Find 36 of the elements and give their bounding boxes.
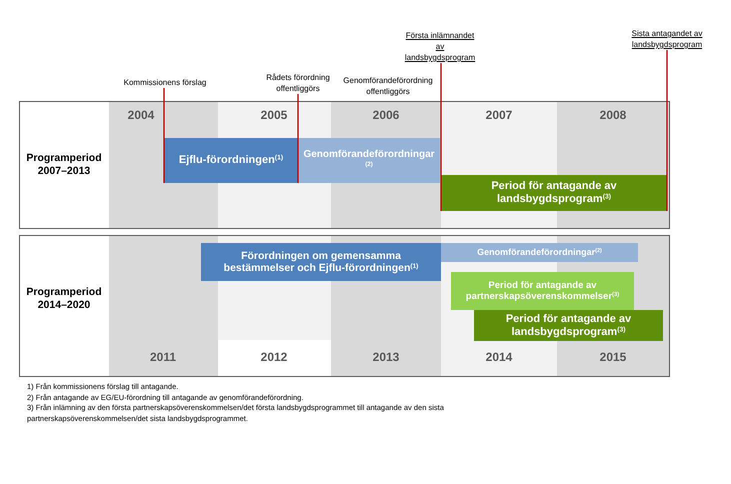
year-label: 2015 (600, 350, 626, 365)
bar-label: Period för antagande av partnerskapsöverenskommelser$^{(3)}$ (464, 280, 620, 302)
period-bar (441, 175, 667, 211)
year-label: 2004 (128, 108, 154, 123)
period-bar (474, 310, 663, 341)
year-label: 2008 (600, 108, 626, 123)
bar-label: Period för antagande av landsbygdsprogram$^{(3)}$ (504, 312, 632, 338)
year-label: 2013 (372, 350, 400, 365)
period-bar (298, 138, 440, 183)
year-label: 2011 (150, 350, 176, 365)
period-bar (201, 243, 441, 281)
year-label: 2014 (486, 350, 512, 365)
event-label: Genomförandeförordning offentliggörs (342, 75, 434, 97)
leader-line (297, 94, 299, 183)
bar-label: Förordningen om gemensamma bestämmelser och Ejflu-förordningen$^{(1)}$ (222, 250, 420, 274)
bar-label: Period för antagande av landsbygdsprogram$^{(3)}$ (490, 180, 618, 206)
leader-line (163, 88, 165, 183)
year-label: 2012 (260, 350, 288, 365)
event-label: Första inlämnandet av landsbygdsprogram (403, 30, 477, 63)
event-label: Sista antagandet av landsbygdsprogram (631, 28, 703, 50)
year-label: 2007 (486, 108, 512, 123)
period-bar (441, 243, 638, 262)
period-panel (19, 235, 670, 377)
period-bar (451, 272, 634, 310)
period-panel (19, 101, 670, 229)
bar-label: Ejflu-förordningen$^{(1)}$ (178, 154, 284, 167)
year-label: 2006 (372, 108, 400, 123)
bar-label: Genomförandeförordningar$^{(2)}$ (477, 247, 602, 258)
period-label: Programperiod 2014–2020 (25, 286, 103, 312)
leader-line (440, 63, 442, 211)
period-label: Programperiod 2007–2013 (25, 152, 103, 178)
leader-line (666, 50, 668, 211)
event-label: Kommissionens förslag (124, 77, 206, 88)
period-bar (164, 138, 298, 183)
event-label: Rådets förordning offentliggörs (262, 72, 334, 94)
year-label: 2005 (260, 108, 288, 123)
